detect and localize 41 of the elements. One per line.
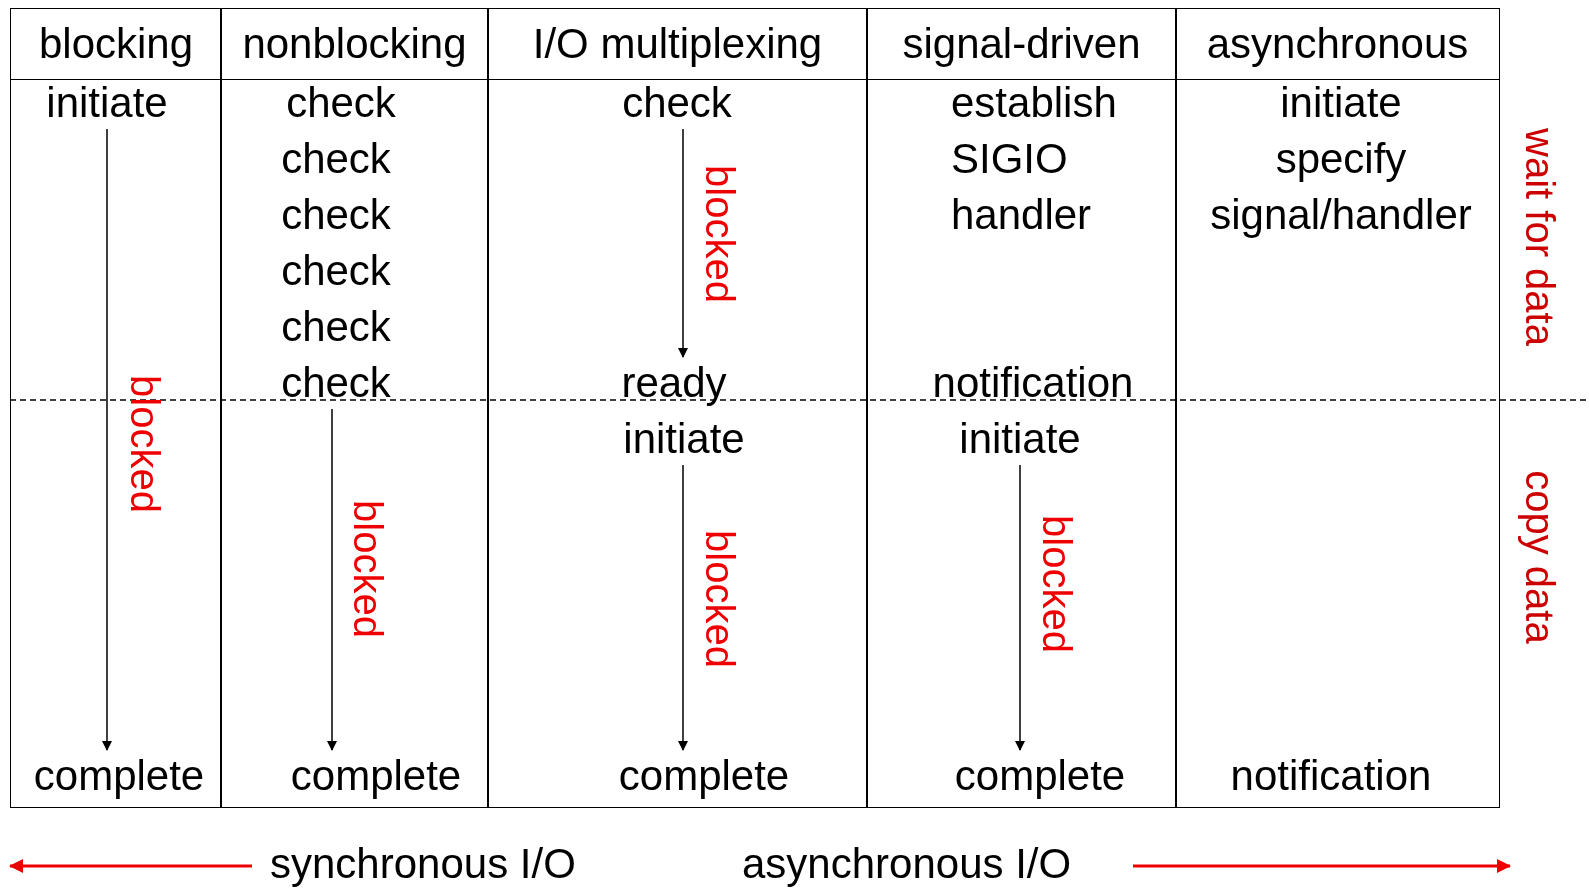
step-text: check	[281, 303, 391, 351]
edge-label: blocked	[700, 165, 740, 303]
step-text: notification	[1230, 752, 1432, 800]
arrow	[1015, 464, 1025, 751]
step-text: ready	[621, 359, 727, 407]
category-label: synchronous I/O	[270, 840, 576, 888]
edge-label: blocked	[125, 375, 165, 513]
table-column	[220, 8, 489, 808]
step-text: complete	[618, 752, 790, 800]
step-text: check	[281, 359, 391, 407]
arrow	[102, 128, 112, 751]
column-header: signal-driven	[867, 9, 1176, 80]
table-column	[487, 8, 868, 808]
column-header: blocking	[11, 9, 221, 80]
edge-label: blocked	[700, 530, 740, 668]
phase-label: copy data	[1520, 470, 1560, 644]
step-text: check	[281, 247, 391, 295]
step-text: complete	[290, 752, 462, 800]
arrow	[327, 408, 337, 751]
table-column	[866, 8, 1177, 808]
step-text: initiate	[46, 79, 168, 127]
step-text: check	[286, 79, 396, 127]
step-text: notification	[932, 359, 1134, 407]
category-label: asynchronous I/O	[742, 840, 1072, 888]
table-column	[1175, 8, 1500, 808]
step-text: initiate	[959, 415, 1081, 463]
step-text: check	[281, 135, 391, 183]
edge-label: blocked	[348, 500, 388, 638]
table-column	[10, 8, 222, 808]
step-text: complete	[33, 752, 205, 800]
arrow	[678, 128, 688, 358]
column-header: nonblocking	[221, 9, 488, 80]
column-header: I/O multiplexing	[488, 9, 867, 80]
edge-label: blocked	[1037, 515, 1077, 653]
step-text: initiate	[623, 415, 745, 463]
phase-label: wait for data	[1520, 128, 1560, 346]
step-text: complete	[954, 752, 1126, 800]
step-text: check	[622, 79, 732, 127]
step-text: check	[281, 191, 391, 239]
column-header: asynchronous	[1176, 9, 1499, 80]
arrow	[678, 464, 688, 751]
